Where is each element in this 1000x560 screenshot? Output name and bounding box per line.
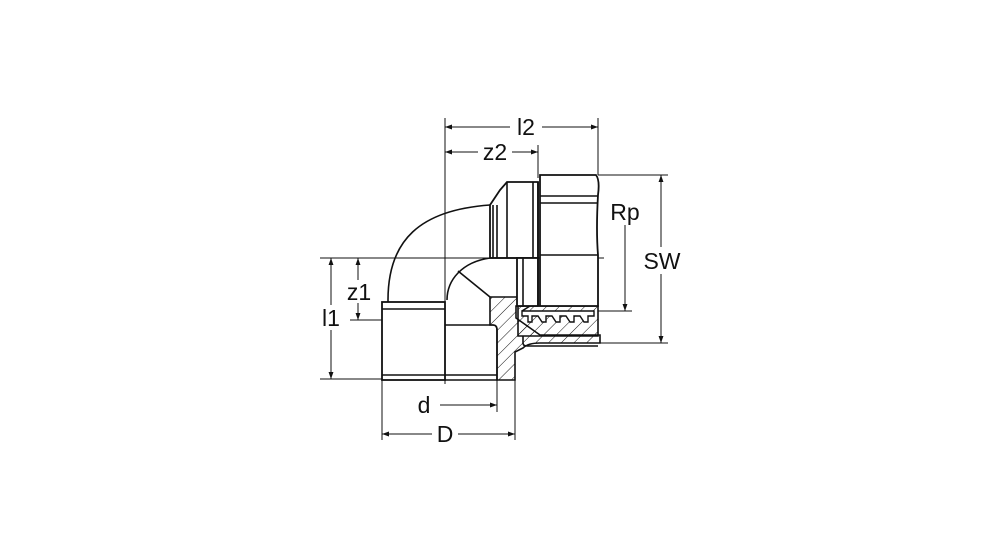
label-z2: z2: [483, 139, 507, 165]
dimension-d: d: [418, 392, 497, 418]
union-nut: [537, 174, 600, 307]
hatched-section: [489, 296, 601, 381]
dimension-l1: l1: [322, 258, 340, 379]
label-d: d: [418, 392, 431, 418]
extension-lines: [320, 118, 668, 440]
label-SW: SW: [643, 248, 680, 274]
dimension-Rp: Rp: [610, 199, 640, 311]
dimension-z1: z1: [347, 258, 371, 320]
dimension-D: D: [382, 421, 515, 447]
label-z1: z1: [347, 279, 371, 305]
label-D: D: [437, 421, 454, 447]
dimension-z2: z2: [445, 139, 538, 165]
dimension-l2: l2: [445, 114, 598, 140]
label-Rp: Rp: [610, 199, 639, 225]
label-l2: l2: [517, 114, 535, 140]
dimension-SW: SW: [643, 175, 681, 343]
label-l1: l1: [322, 305, 340, 331]
elbow-body: [381, 174, 601, 381]
